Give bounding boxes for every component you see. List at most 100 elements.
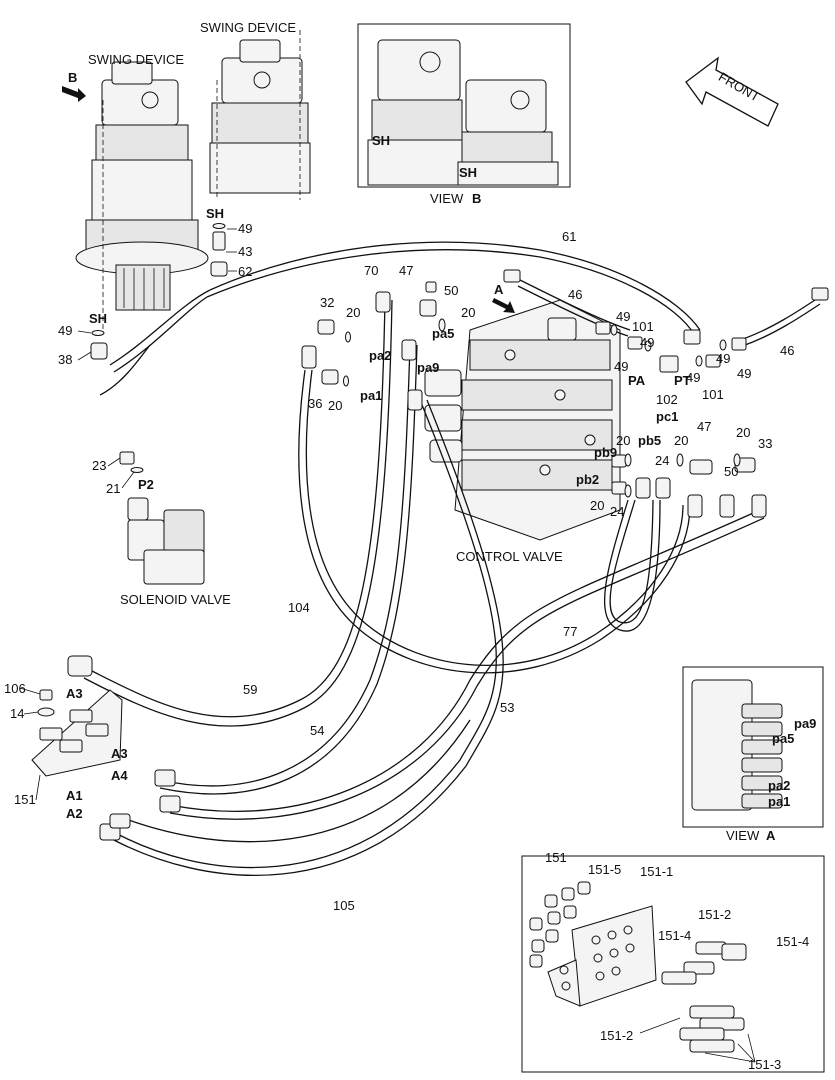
- callout-59: 59: [243, 682, 257, 697]
- control-valve-label: CONTROL VALVE: [456, 549, 563, 564]
- hose-46-right: [503, 269, 829, 347]
- callout-61: 61: [562, 229, 576, 244]
- hose-59: [83, 299, 393, 727]
- callout-33: 33: [758, 436, 772, 451]
- detail-callout-151-5: 151-5: [588, 862, 621, 877]
- view-a-caption-prefix: VIEW: [726, 828, 760, 843]
- solenoid-valve-label: SOLENOID VALVE: [120, 592, 231, 607]
- view-a-port-pa5: pa5: [772, 731, 794, 746]
- view-b-box: [357, 23, 571, 188]
- hose-104: [298, 369, 691, 674]
- port-pa9: pa9: [417, 360, 439, 375]
- callout-53: 53: [500, 700, 514, 715]
- view-b-caption-letter: B: [472, 191, 481, 206]
- hose-54: [159, 344, 418, 795]
- swing-device-right: [209, 30, 311, 200]
- port-a2: A2: [66, 806, 83, 821]
- port-pb2: pb2: [576, 472, 599, 487]
- callout-101-a: 101: [632, 319, 654, 334]
- hose-61: [99, 241, 701, 396]
- callout-46-right: 46: [780, 343, 794, 358]
- sh-fitting-lower: [77, 330, 108, 361]
- callout-20-c: 20: [328, 398, 342, 413]
- callout-104: 104: [288, 600, 310, 615]
- callout-102: 102: [656, 392, 678, 407]
- port-pa2: pa2: [369, 348, 391, 363]
- port-pc1: pc1: [656, 409, 678, 424]
- hose-end-fittings: [67, 281, 767, 841]
- view-a-box: [682, 666, 824, 828]
- view-b-caption-prefix: VIEW: [430, 191, 464, 206]
- callout-47-lower: 47: [697, 419, 711, 434]
- port-pa5: pa5: [432, 326, 454, 341]
- callout-105: 105: [333, 898, 355, 913]
- callout-54: 54: [310, 723, 324, 738]
- callout-101-b: 101: [702, 387, 724, 402]
- callout-20-b: 20: [461, 305, 475, 320]
- callout-49-d: 49: [640, 335, 654, 350]
- view-b-port-sh-1: SH: [372, 133, 390, 148]
- view-a-port-pa1: pa1: [768, 794, 790, 809]
- port-p2: P2: [138, 477, 154, 492]
- callout-14: 14: [10, 706, 24, 721]
- hose-105: [109, 399, 504, 877]
- detail-151-box: [521, 855, 825, 1073]
- callout-20-f: 20: [616, 433, 630, 448]
- port-sh-lower: SH: [89, 311, 107, 326]
- callout-49-lower: 49: [58, 323, 72, 338]
- solenoid-valve: [107, 451, 205, 585]
- port-a3-mid: A3: [111, 746, 128, 761]
- sh-fitting-upper: [210, 223, 237, 277]
- callout-43: 43: [238, 244, 252, 259]
- detail-callout-151-4-right: 151-4: [776, 934, 809, 949]
- view-a-caption-letter: A: [766, 828, 776, 843]
- callout-32: 32: [320, 295, 334, 310]
- front-arrow: FRONT: [685, 56, 779, 127]
- callout-20-e: 20: [674, 433, 688, 448]
- swing-device-right-label: SWING DEVICE: [200, 20, 296, 35]
- arrow-b-label: B: [68, 70, 77, 85]
- callout-36: 36: [308, 396, 322, 411]
- swing-device-left-label: SWING DEVICE: [88, 52, 184, 67]
- detail-callout-151-2-upper: 151-2: [698, 907, 731, 922]
- callout-49-upper: 49: [238, 221, 252, 236]
- detail-callout-151-4-left: 151-4: [658, 928, 691, 943]
- callout-70: 70: [364, 263, 378, 278]
- arrow-a-label: A: [494, 282, 504, 297]
- view-b-arrow: B: [62, 70, 86, 102]
- callout-106: 106: [4, 681, 26, 696]
- port-pb9: pb9: [594, 445, 617, 460]
- detail-callout-151-1: 151-1: [640, 864, 673, 879]
- detail-callout-151-2-lower: 151-2: [600, 1028, 633, 1043]
- callout-21: 21: [106, 481, 120, 496]
- view-a-port-pa2: pa2: [768, 778, 790, 793]
- callout-38: 38: [58, 352, 72, 367]
- callout-62: 62: [238, 264, 252, 279]
- callout-20-d: 20: [736, 425, 750, 440]
- port-pb5: pb5: [638, 433, 661, 448]
- callout-49-c: 49: [616, 309, 630, 324]
- callout-47-upper: 47: [399, 263, 413, 278]
- port-a3-top: A3: [66, 686, 83, 701]
- callout-49-g: 49: [716, 351, 730, 366]
- callout-151: 151: [14, 792, 36, 807]
- bracket-151-assembly: [19, 687, 123, 801]
- port-pa-cap: PA: [628, 373, 646, 388]
- hose-53: [169, 509, 765, 820]
- detail-callout-151-3: 151-3: [748, 1057, 781, 1072]
- callout-77: 77: [563, 624, 577, 639]
- callout-49-e: 49: [614, 359, 628, 374]
- port-a4: A4: [111, 768, 128, 783]
- callout-49-f: 49: [686, 370, 700, 385]
- callout-23: 23: [92, 458, 106, 473]
- callout-20-a: 20: [346, 305, 360, 320]
- callout-24-b: 24: [610, 504, 624, 519]
- callout-20-g: 20: [590, 498, 604, 513]
- view-b-port-sh-2: SH: [459, 165, 477, 180]
- detail-callout-151: 151: [545, 850, 567, 865]
- swing-device-left: [75, 61, 209, 330]
- view-a-port-pa9: pa9: [794, 716, 816, 731]
- view-a-arrow: A: [492, 282, 515, 313]
- callout-49-h: 49: [737, 366, 751, 381]
